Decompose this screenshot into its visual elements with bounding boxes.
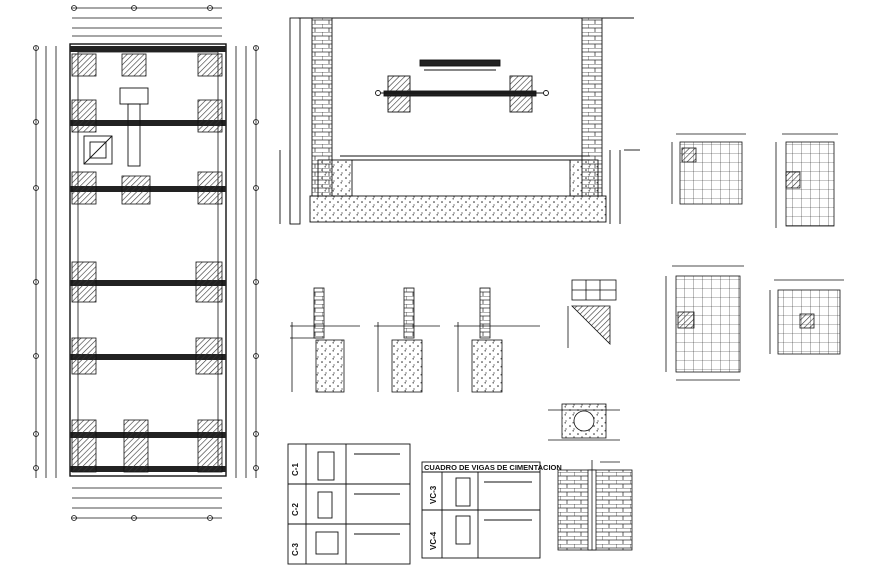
foundation-plan-footings — [71, 53, 223, 473]
footing-section-2 — [374, 287, 440, 393]
brick-wall-detail — [557, 460, 633, 551]
footing-section-3 — [454, 287, 540, 393]
beam-detail-plan — [375, 59, 549, 113]
column-table — [287, 443, 411, 565]
beam-code-vc3: VC-3 — [429, 485, 438, 504]
column-code-c2: C-2 — [291, 503, 300, 516]
column-code-c1: C-1 — [291, 463, 300, 476]
foundation-plan-axis-markers — [33, 5, 259, 521]
foundation-plan-stair-detail — [83, 87, 149, 167]
corner-detail — [567, 279, 617, 348]
footing-grid-2 — [775, 133, 838, 228]
footing-grid-1 — [671, 133, 746, 205]
footing-section-1 — [290, 287, 360, 393]
beam-code-vc4: VC-4 — [429, 531, 438, 550]
wall-section — [279, 17, 640, 225]
foundation-beams-table — [421, 461, 541, 559]
column-code-c3: C-3 — [291, 543, 300, 556]
circular-pile-detail — [548, 403, 620, 441]
column-table-codes: C-1 C-2 C-3 — [291, 463, 300, 556]
footing-grid-3 — [665, 265, 744, 381]
foundation-beams-table-title: CUADRO DE VIGAS DE CIMENTACION — [424, 463, 562, 472]
footing-grid-4 — [769, 279, 844, 355]
